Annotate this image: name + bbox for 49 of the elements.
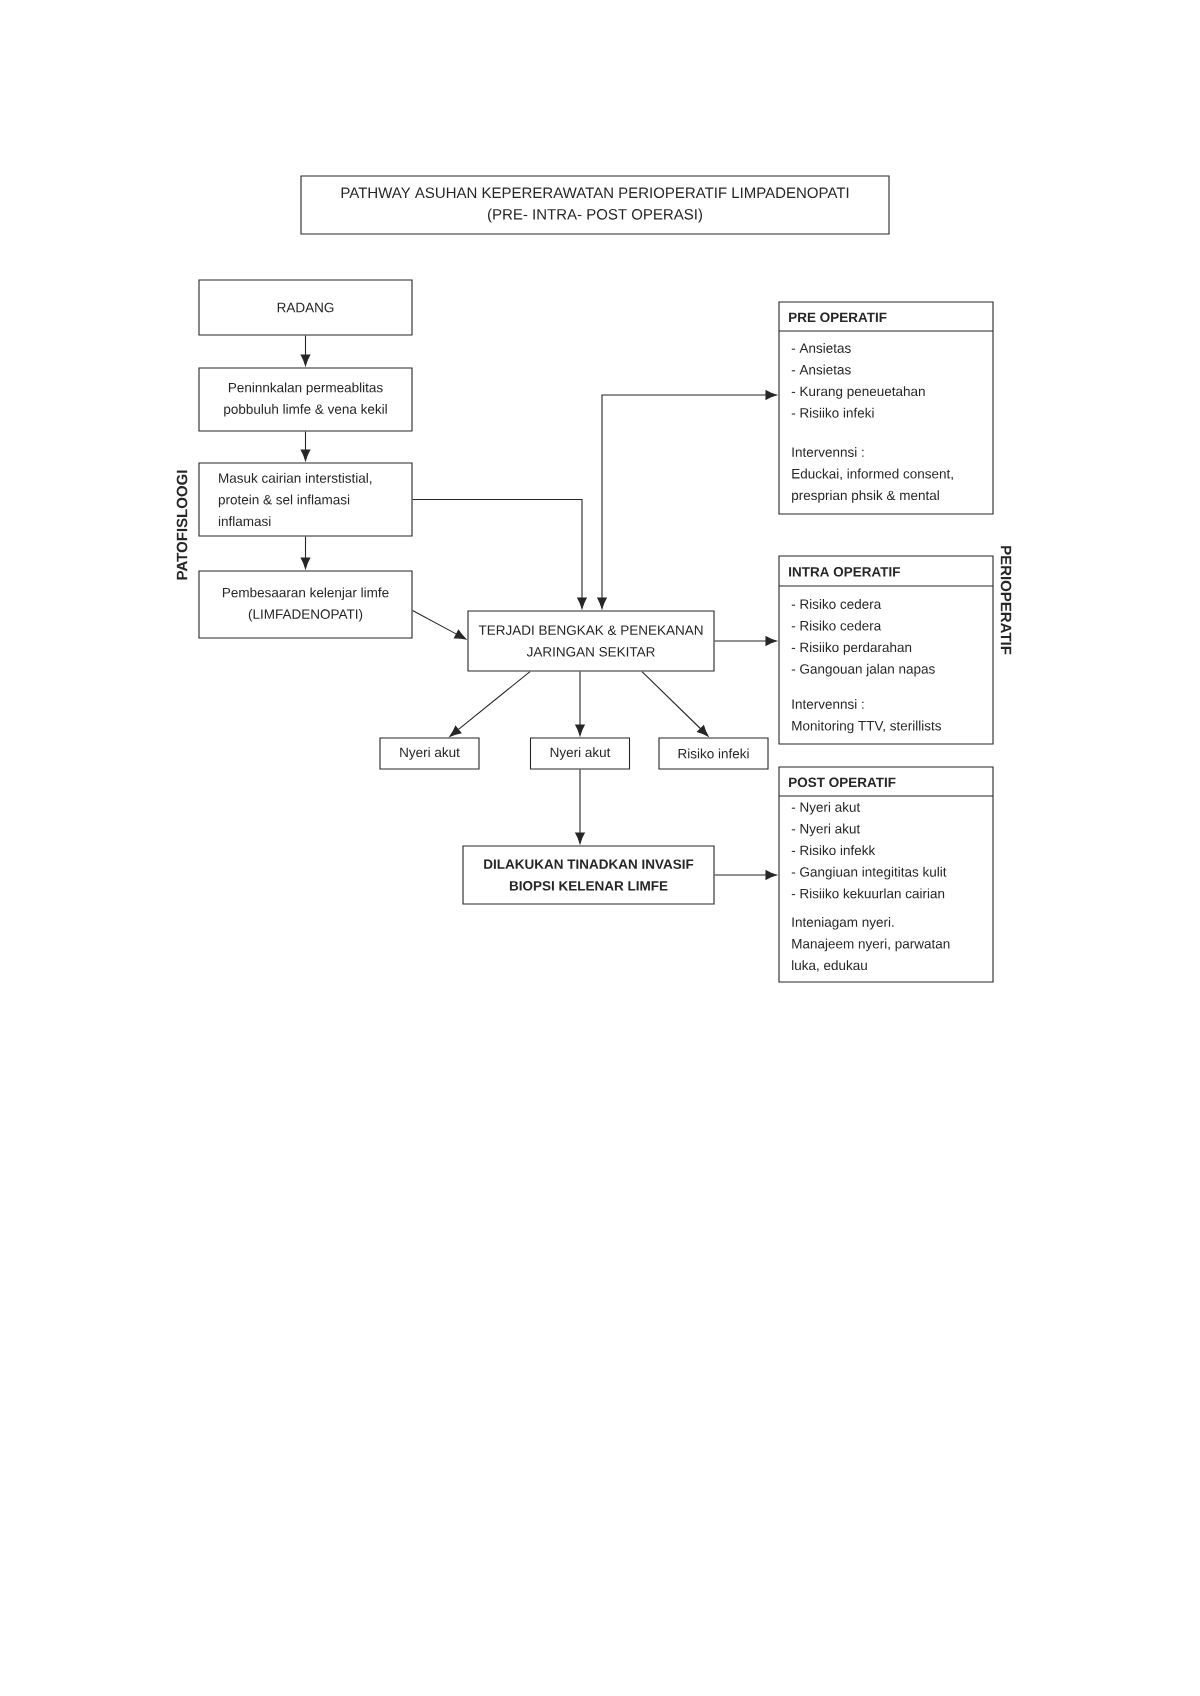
process-box: DILAKUKAN TINADKAN INVASIF BIOPSI KELENAR LIMFE (462, 845, 715, 905)
arrow (714, 636, 777, 646)
arrow (641, 671, 709, 737)
process-box: RADANG (198, 279, 413, 336)
list-item: - Risiko cedera (791, 620, 882, 631)
intervention-text: Inteniagam nyeri. (792, 917, 894, 930)
intervention-text: Intervennsi : (792, 447, 864, 457)
arrow (449, 671, 531, 737)
list-item: - Risiiko infeki (791, 407, 874, 418)
list-item: - Risiko infekk (791, 845, 876, 856)
intervention-text: Manajeem nyeri, parwatan luka, edukau (792, 938, 950, 972)
panel-heading: POST OPERATIF (789, 777, 896, 788)
arrow (597, 390, 777, 609)
intervention-text: Educkai, informed consent, presprian phsik & mental (792, 468, 953, 503)
process-box: Peninnkalan permeablitas pobbuluh limfe & vena kekil (198, 367, 413, 432)
intervention-text: Monitoring TTV, sterillists (792, 720, 941, 734)
arrow (300, 335, 311, 366)
panel-heading: PRE OPERATIF (789, 312, 887, 323)
list-item: - Risiko cedera (791, 599, 882, 609)
process-box: TERJADI BENGKAK & PENEKANAN JARINGAN SEKITAR (467, 610, 715, 672)
list-item: - Gangiuan integititas kulit (791, 866, 947, 880)
phase-panel (778, 766, 994, 983)
panel-heading: INTRA OPERATIF (789, 567, 900, 577)
list-item: - Ansietas (791, 364, 851, 375)
list-item: - Kurang peneuetahan (791, 386, 925, 399)
side-label: PERIOPERATIF (1000, 546, 1012, 655)
arrow (714, 870, 777, 880)
intervention-text: Intervennsi : (792, 699, 864, 709)
process-box: Masuk cairian interstistial, protein & sel inflamasi inflamasi (198, 462, 413, 537)
side-label: PATOFISLOOGI (176, 470, 188, 580)
list-item: - Ansietas (791, 343, 851, 353)
arrow (575, 769, 585, 844)
result-box: Risiko infeki (658, 737, 769, 770)
phase-panel (778, 555, 994, 745)
list-item: - Nyeri akut (791, 802, 861, 815)
arrow (412, 498, 587, 609)
phase-panel (778, 301, 994, 515)
process-box: Pembesaaran kelenjar limfe (LIMFADENOPATI) (198, 570, 413, 639)
result-box: Nyeri akut (529, 737, 631, 770)
list-item: - Gangouan jalan napas (791, 663, 935, 677)
arrow (300, 536, 311, 569)
arrow (300, 431, 311, 461)
title-box: PATHWAY ASUHAN KEPERERAWATAN PERIOPERATIF LIMPADENOPATI (PRE- INTRA- POST OPERASI) (300, 175, 890, 235)
list-item: - Risiiko perdarahan (791, 642, 912, 655)
arrow (412, 609, 467, 640)
result-box: Nyeri akut (379, 737, 480, 770)
list-item: - Nyeri akut (791, 823, 861, 837)
list-item: - Risiiko kekuurlan cairian (791, 888, 945, 899)
arrow (575, 671, 585, 736)
